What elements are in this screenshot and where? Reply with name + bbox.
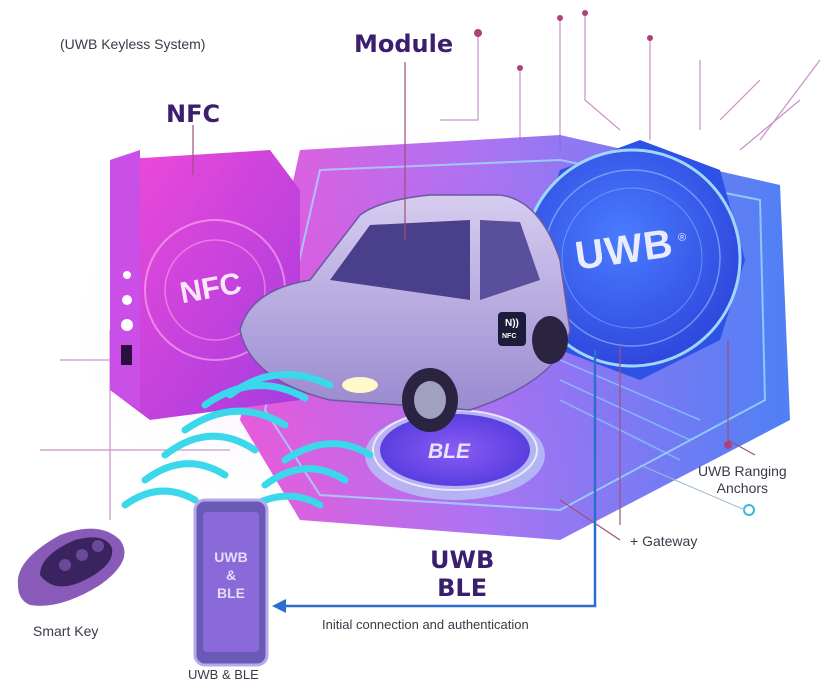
initial-connection-label: Initial connection and authentication: [322, 617, 529, 632]
smartphone: [193, 498, 269, 667]
connection-arrow: [282, 350, 597, 608]
ble-pad: [365, 409, 545, 500]
phone-screen-line3: BLE: [217, 585, 245, 601]
smart-key-label: Smart Key: [33, 623, 99, 639]
phone-screen-text: UWB & BLE: [203, 548, 259, 602]
car: [239, 194, 571, 432]
gateway-label: + Gateway: [630, 533, 698, 549]
nfc-badge: NFC: [502, 333, 517, 340]
registered-mark: ®: [678, 232, 687, 244]
nfc-badge-icon: N)): [505, 318, 519, 329]
phone-screen-line1: UWB: [214, 549, 248, 565]
smart-key: [17, 528, 125, 606]
subtitle: (UWB Keyless System): [60, 36, 206, 52]
uwb-module: [522, 140, 745, 380]
uwb-ranging-anchors-line2: Anchors: [716, 480, 769, 496]
nfc-label: NFC: [166, 100, 221, 128]
signal-waves-icon: [121, 371, 374, 514]
uwb-ble-line2: BLE: [437, 574, 488, 602]
module-label: Module: [354, 30, 454, 58]
ble-pad-label: BLE: [428, 440, 470, 463]
uwb-ble-line1: UWB: [430, 546, 495, 574]
phone-screen-line2: &: [225, 567, 237, 583]
trace-dots: [474, 10, 653, 71]
phone-caption: UWB & BLE: [188, 667, 259, 682]
uwb-ranging-anchors-line1: UWB Ranging: [698, 463, 787, 479]
uwb-ble-label: UWB BLE: [430, 546, 494, 602]
uwb-ranging-anchors-label: UWB Ranging Anchors: [698, 463, 787, 497]
